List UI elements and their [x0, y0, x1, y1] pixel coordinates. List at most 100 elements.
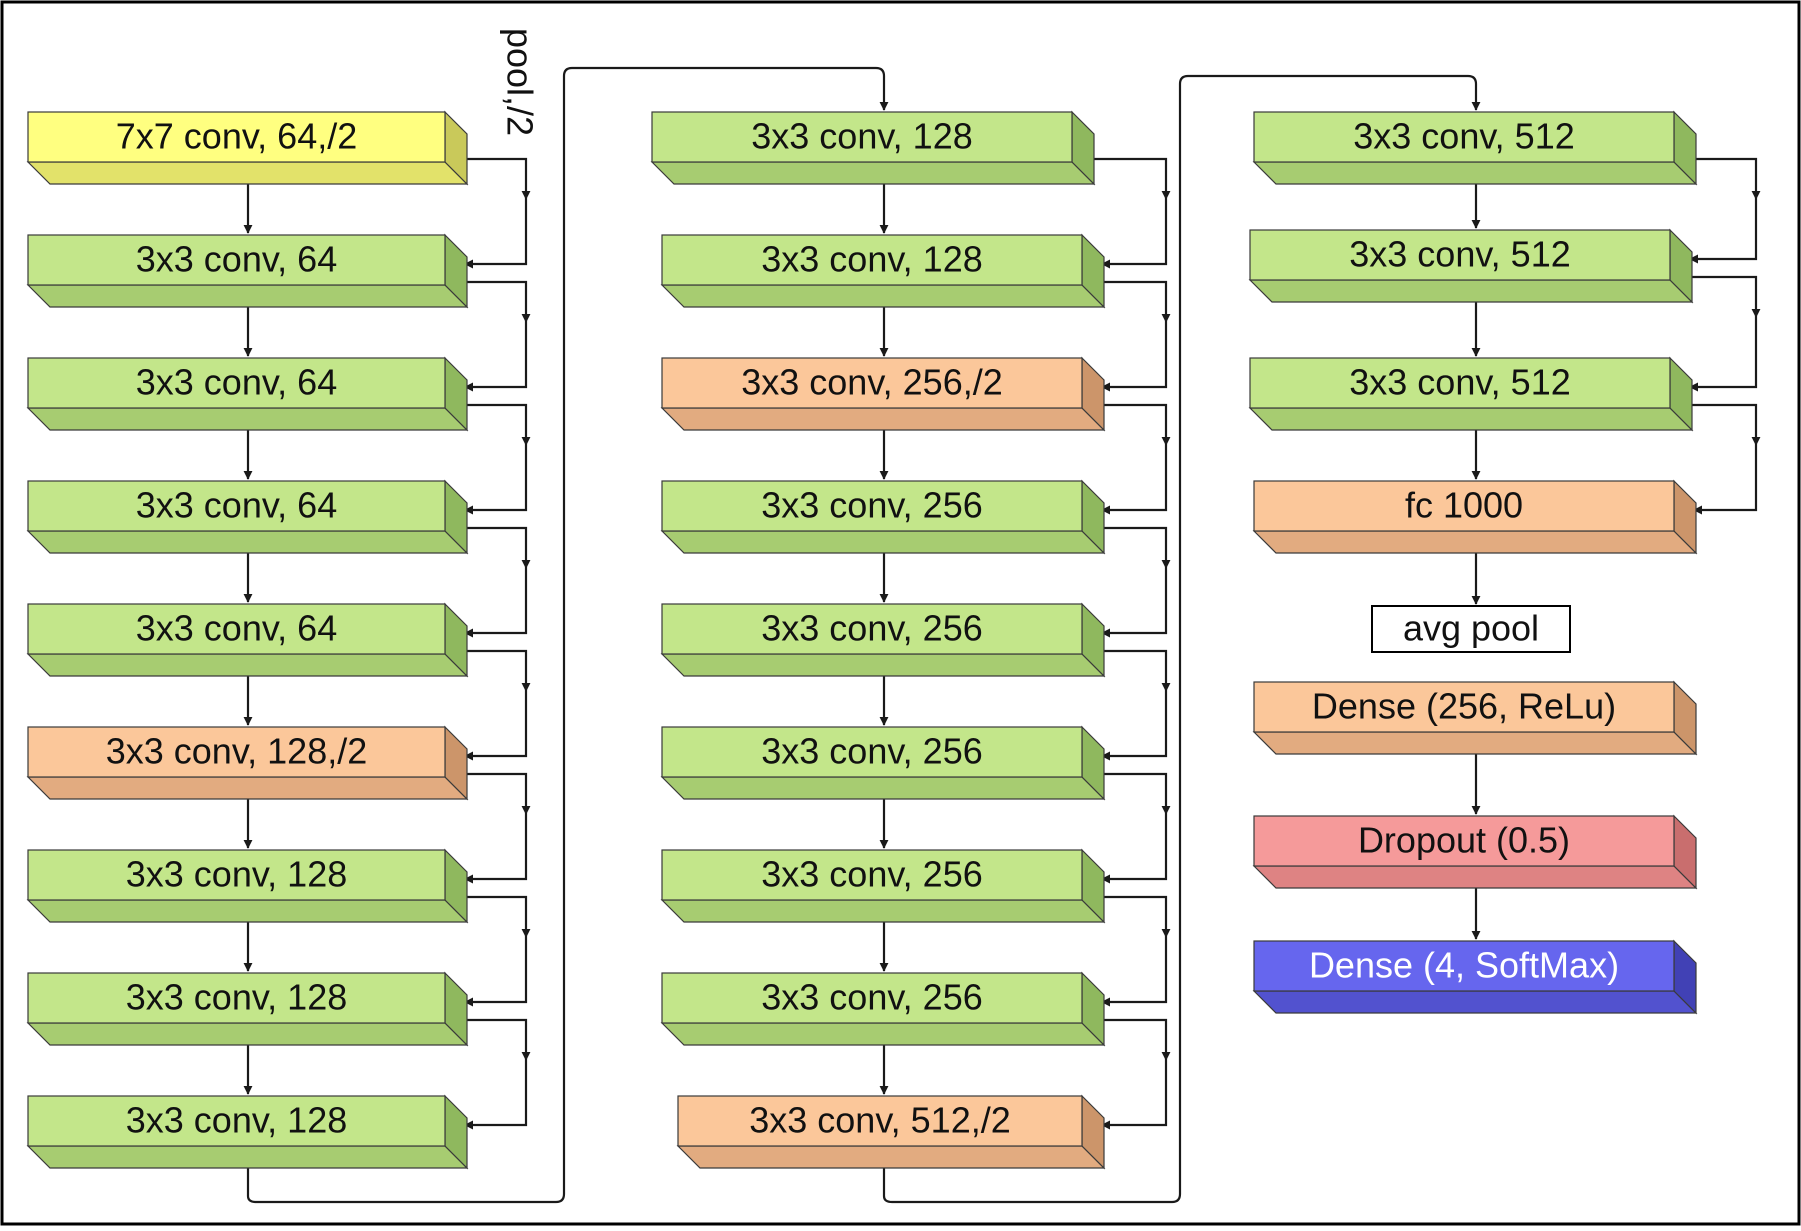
layer-block: avg pool — [1371, 605, 1571, 653]
skip-arrow — [464, 568, 528, 638]
block-label: Dense (256, ReLu) — [1312, 686, 1616, 727]
skip-arrow — [464, 199, 528, 269]
skip-arrow — [1688, 157, 1761, 200]
block-face — [27, 972, 446, 1024]
skip-arrow — [464, 691, 528, 761]
block-label: avg pool — [1403, 608, 1539, 649]
layer-block: Dense (4, SoftMax) — [1252, 939, 1698, 1015]
block-label: 3x3 conv, 128 — [126, 854, 347, 895]
skip-arrow — [1101, 199, 1168, 269]
block-bottom-face — [660, 653, 1106, 677]
skip-arrow — [1096, 649, 1171, 692]
layer-block: 3x3 conv, 64 — [26, 602, 469, 678]
block-label: 3x3 conv, 64 — [136, 239, 337, 280]
block-label: 3x3 conv, 512 — [1349, 362, 1570, 403]
layer-block: 3x3 conv, 256 — [660, 479, 1106, 555]
block-label: 3x3 conv, 256 — [761, 977, 982, 1018]
layer-block: 3x3 conv, 256 — [660, 602, 1106, 678]
block-bottom-face — [1248, 279, 1694, 303]
layer-block: 3x3 conv, 128 — [26, 848, 469, 924]
skip-arrow — [1096, 1018, 1171, 1061]
block-face — [27, 357, 446, 409]
skip-arrow — [464, 1060, 528, 1130]
block-face — [1253, 940, 1675, 992]
block-label: 3x3 conv, 512,/2 — [749, 1100, 1011, 1141]
column-wrap — [882, 74, 1481, 1204]
block-face — [1249, 357, 1671, 409]
block-face — [1253, 480, 1675, 532]
layer-block: 3x3 conv, 64 — [26, 233, 469, 309]
block-face — [661, 972, 1083, 1024]
skip-arrow — [1096, 772, 1171, 815]
block-face — [1253, 111, 1675, 163]
skip-arrow — [464, 445, 528, 515]
layer-block: 3x3 conv, 128 — [660, 233, 1106, 309]
skip-arrow — [1101, 322, 1168, 392]
skip-arrow — [1689, 317, 1758, 392]
block-face — [1249, 229, 1671, 281]
layer-block: 3x3 conv, 512 — [1252, 110, 1698, 186]
skip-arrow — [1101, 445, 1168, 515]
block-face — [27, 603, 446, 655]
block-bottom-face — [26, 407, 469, 431]
block-label: 3x3 conv, 256 — [761, 485, 982, 526]
block-bottom-face — [660, 1022, 1106, 1046]
block-label: 3x3 conv, 128 — [751, 116, 972, 157]
block-bottom-face — [660, 776, 1106, 800]
block-bottom-face — [26, 653, 469, 677]
block-label: fc 1000 — [1405, 485, 1523, 526]
layer-block: 3x3 conv, 128 — [26, 1094, 469, 1170]
block-bottom-face — [1252, 530, 1698, 554]
layer-block: fc 1000 — [1252, 479, 1698, 555]
block-face — [1253, 681, 1675, 733]
layer-block: 3x3 conv, 64 — [26, 479, 469, 555]
block-bottom-face — [26, 899, 469, 923]
skip-arrow — [1101, 1060, 1168, 1130]
block-bottom-face — [660, 530, 1106, 554]
block-face — [27, 726, 446, 778]
block-face — [27, 849, 446, 901]
skip-arrow — [459, 1018, 531, 1061]
skip-arrow — [459, 895, 531, 938]
block-label: 3x3 conv, 128 — [126, 977, 347, 1018]
block-face — [677, 1095, 1083, 1147]
block-face — [27, 480, 446, 532]
skip-arrow — [464, 322, 528, 392]
block-face — [661, 480, 1083, 532]
pool-label: pool,/2 — [499, 28, 540, 136]
block-bottom-face — [660, 284, 1106, 308]
layer-block: 3x3 conv, 128 — [650, 110, 1096, 186]
column-wrap — [246, 66, 889, 1204]
layer-block: Dropout (0.5) — [1252, 814, 1698, 890]
block-label: 3x3 conv, 512 — [1349, 234, 1570, 275]
block-label: 3x3 conv, 64 — [136, 608, 337, 649]
block-face — [661, 234, 1083, 286]
block-bottom-face — [650, 161, 1096, 185]
block-label: 3x3 conv, 256,/2 — [741, 362, 1003, 403]
connections-layer — [243, 66, 1761, 1204]
block-face — [1253, 815, 1675, 867]
block-label: 3x3 conv, 64 — [136, 485, 337, 526]
block-label: 3x3 conv, 256 — [761, 854, 982, 895]
block-label: 3x3 conv, 256 — [761, 608, 982, 649]
layer-block: 3x3 conv, 512 — [1248, 356, 1694, 432]
block-face — [27, 111, 446, 163]
block-bottom-face — [1248, 407, 1694, 431]
skip-arrow — [459, 403, 531, 446]
skip-arrow — [464, 814, 528, 884]
block-label: 3x3 conv, 512 — [1353, 116, 1574, 157]
block-bottom-face — [26, 284, 469, 308]
skip-arrow — [1684, 275, 1761, 318]
skip-arrow — [1101, 937, 1168, 1007]
block-bottom-face — [1252, 161, 1698, 185]
block-face — [651, 111, 1073, 163]
block-bottom-face — [660, 899, 1106, 923]
skip-arrow — [1101, 814, 1168, 884]
skip-arrow — [1096, 526, 1171, 569]
skip-arrow — [1086, 157, 1171, 200]
block-face — [661, 849, 1083, 901]
block-bottom-face — [26, 530, 469, 554]
skip-arrow — [1684, 403, 1761, 446]
block-face — [661, 357, 1083, 409]
